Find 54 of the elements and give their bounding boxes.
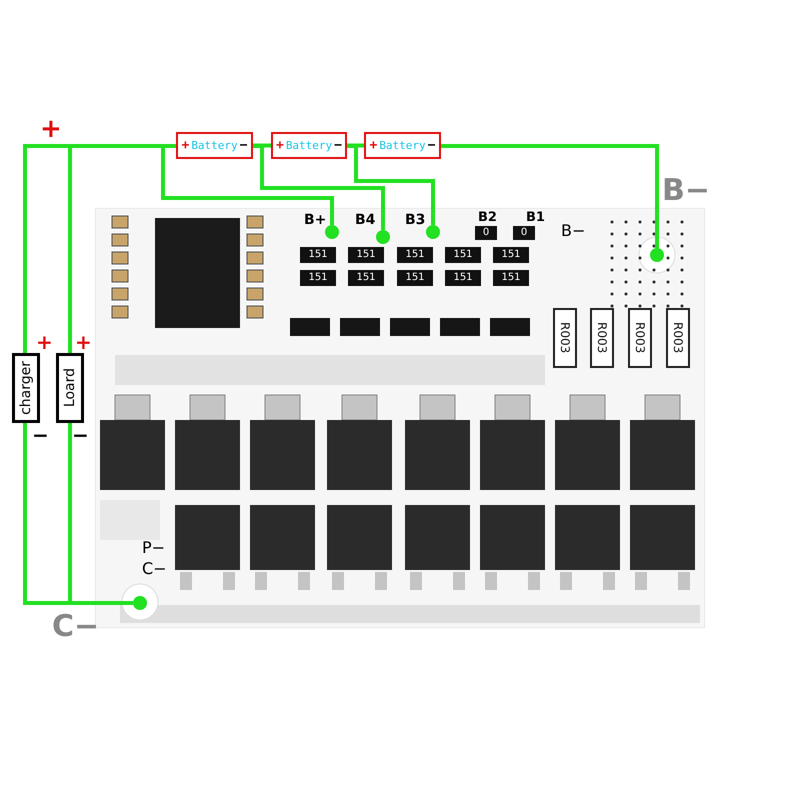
pad-label: B+ [304,213,326,227]
battery-box [364,132,441,159]
wire [347,144,435,225]
resistor-marking: R003 [666,308,690,368]
resistor-marking: 151 [493,270,529,286]
battery-box [271,132,347,159]
polarity-sign: + [40,116,62,142]
resistor-marking: 0 [513,226,535,240]
minus-sign: − [240,138,248,153]
silkscreen-label: B1 [526,211,545,224]
plus-sign: + [276,138,284,153]
device-label: charger [19,361,33,415]
battery-label: Battery [191,139,238,152]
resistor-marking: 151 [348,270,384,286]
resistor-marking: R003 [590,308,614,368]
wire [253,144,271,148]
minus-sign: − [428,138,436,153]
pad-label: C− [52,612,100,642]
pad-label: B− [662,176,710,206]
plus-sign: + [369,138,378,153]
resistor-marking: 151 [445,270,481,286]
minus-sign: − [334,138,342,153]
resistor-marking: 151 [445,247,481,263]
wire [253,144,385,230]
resistor-marking: R003 [553,308,577,368]
battery-label: Battery [379,139,426,152]
silkscreen-label: C− [142,561,167,577]
resistor-marking: R003 [628,308,652,368]
circuit-board-drawing [95,208,705,628]
silkscreen-label: B2 [478,211,497,224]
plus-sign: + [181,138,190,153]
silkscreen-label: P− [142,540,166,556]
polarity-sign: − [32,425,49,445]
pad-label: B4 [355,213,376,227]
polarity-sign: + [75,332,92,352]
resistor-marking: 151 [397,247,433,263]
resistor-marking: 151 [493,247,529,263]
wire [161,144,334,225]
device-box [56,353,84,423]
resistor-marking: 151 [300,247,336,263]
polarity-sign: + [36,332,53,352]
wire [441,144,659,248]
pad-label: B3 [405,213,426,227]
device-box [12,353,40,423]
resistor-marking: 151 [300,270,336,286]
resistor-marking: 0 [475,226,497,240]
resistor-marking: 151 [348,247,384,263]
polarity-sign: − [72,425,89,445]
battery-label: Battery [286,139,332,152]
device-label: Loard [63,368,77,408]
resistor-marking: 151 [397,270,433,286]
battery-box [176,132,253,159]
wire [347,144,364,148]
silkscreen-label: B− [561,223,586,239]
